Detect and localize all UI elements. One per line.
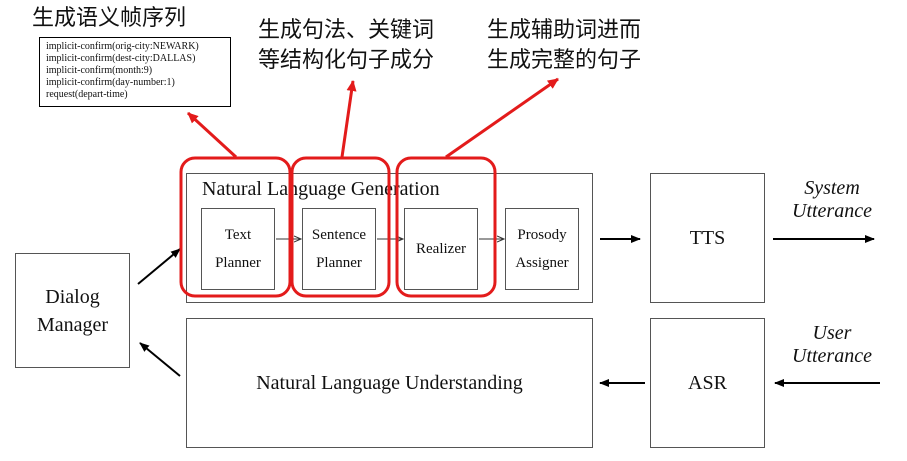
prosody-assigner-label-2: Assigner — [515, 255, 569, 271]
user-utterance-label: User Utterance — [782, 322, 882, 368]
tts-label: TTS — [689, 226, 726, 249]
annotation-realizer-1: 生成辅助词进而 — [487, 18, 642, 43]
dialog-manager-label-1: Dialog — [45, 285, 100, 308]
frame-item: implicit-confirm(month:9) — [46, 65, 153, 76]
sentence-planner-label-2: Planner — [316, 255, 362, 271]
semantic-frame-list: implicit-confirm(orig-city:NEWARK) impli… — [39, 37, 231, 107]
asr-label: ASR — [688, 371, 727, 394]
nlu-label: Natural Language Understanding — [256, 371, 523, 394]
system-utterance-line-2: Utterance — [792, 200, 872, 222]
sentence-planner-box: Sentence Planner — [302, 208, 376, 290]
frame-item: implicit-confirm(orig-city:NEWARK) — [46, 41, 199, 52]
user-utterance-line-2: Utterance — [792, 345, 872, 367]
nlu-to-dialog-arrow — [139, 342, 181, 377]
user-utterance-line-1: User — [812, 322, 852, 344]
text-planner-box: Text Planner — [201, 208, 275, 290]
annotation-sentence-planner-1: 生成句法、关键词 — [258, 18, 435, 43]
text-planner-label-1: Text — [224, 227, 252, 243]
system-utterance-line-1: System — [804, 177, 860, 199]
tts-box: TTS — [650, 173, 765, 303]
realizer-highlight — [395, 156, 497, 298]
prosody-assigner-label-1: Prosody — [517, 227, 567, 243]
dialog-manager-label-2: Manager — [36, 313, 109, 336]
annotation-realizer-2: 生成完整的句子 — [487, 48, 642, 73]
dialog-to-nlg-arrow — [137, 248, 181, 285]
realizer-box: Realizer — [404, 208, 478, 290]
sentence-planner-highlight — [290, 156, 391, 298]
frame-item: request(depart-time) — [46, 89, 128, 100]
realizer-label: Realizer — [416, 241, 466, 257]
frame-item: implicit-confirm(dest-city:DALLAS) — [46, 53, 196, 64]
text-planner-pointer-arrow — [186, 111, 238, 159]
prosody-assigner-box: Prosody Assigner — [505, 208, 579, 290]
annotation-sentence-planner-2: 等结构化句子成分 — [258, 48, 435, 73]
sentence-planner-pointer-arrow — [340, 80, 357, 158]
realizer-pointer-arrow — [445, 77, 559, 159]
asr-box: ASR — [650, 318, 765, 448]
nlg-title: Natural Language Generation — [202, 178, 440, 200]
annotation-semantic-frames: 生成语义帧序列 — [32, 6, 187, 31]
sentence-planner-label-1: Sentence — [311, 227, 367, 243]
nlu-box: Natural Language Understanding — [186, 318, 593, 448]
text-planner-label-2: Planner — [215, 255, 261, 271]
text-planner-highlight — [179, 156, 292, 298]
system-utterance-label: System Utterance — [782, 177, 882, 223]
dialog-manager-box: Dialog Manager — [15, 253, 130, 368]
frame-item: implicit-confirm(day-number:1) — [46, 77, 175, 88]
